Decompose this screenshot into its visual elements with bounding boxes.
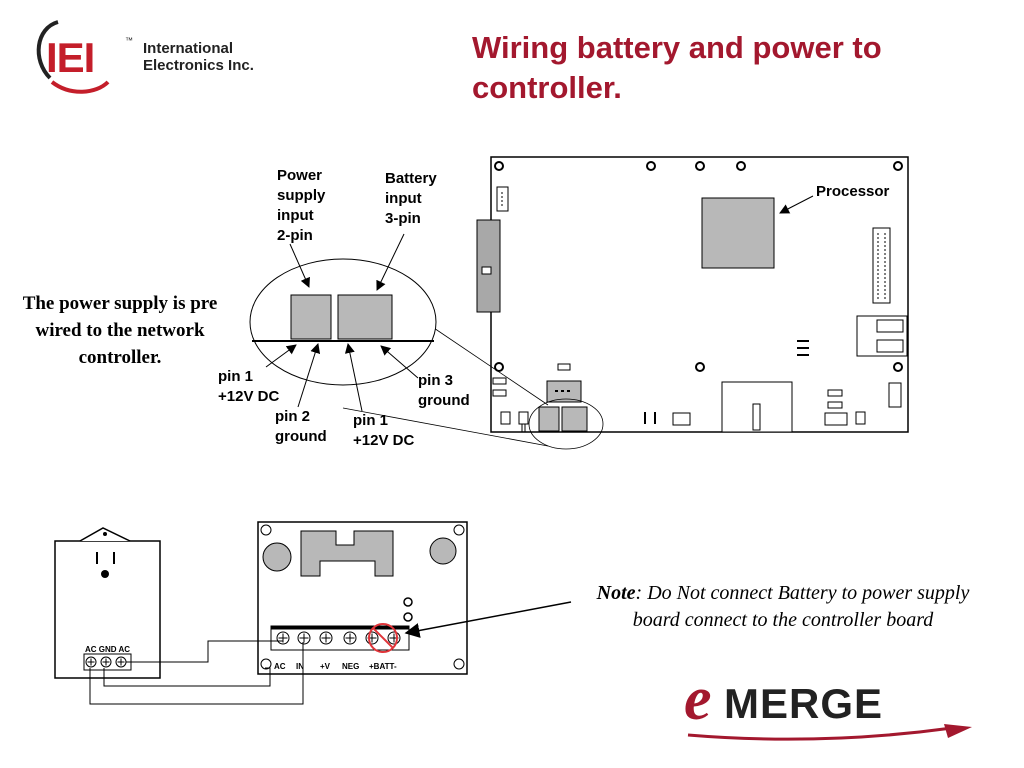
processor-label: Processor (816, 183, 890, 200)
logo-trademark: ™ (125, 36, 133, 45)
emerge-logo: e MERGE (684, 666, 974, 736)
note-label: Note (596, 582, 636, 604)
note-text: : Do Not connect Battery to power supply… (632, 582, 970, 631)
no-battery-icon (368, 623, 398, 653)
iei-logo: IEI ™ International Electronics Inc. (30, 16, 270, 98)
pin3-label: pin 3 ground (418, 372, 470, 409)
slide-title: Wiring battery and power to controller. (472, 30, 882, 105)
psu-label-batt: +BATT- (369, 662, 397, 671)
pin2-label: pin 2 ground (275, 408, 327, 445)
psu-label-in: IN (296, 662, 304, 671)
power-supply-input-label: Power supply input 2-pin (277, 167, 326, 244)
company-name-line1: International (143, 40, 234, 57)
transformer-terminal-screws (85, 656, 127, 668)
company-name-line2: Electronics Inc. (143, 57, 254, 74)
wiring (89, 640, 304, 705)
psu-label-neg: NEG (342, 662, 360, 671)
emerge-logo-swoosh-icon (687, 724, 972, 741)
battery-warning-note: Note: Do Not connect Battery to power su… (571, 580, 995, 634)
iei-logo-swoosh-icon (36, 20, 110, 94)
logo-mark: IEI (46, 34, 95, 81)
power-supply-board (257, 521, 468, 675)
emerge-logo-text: MERGE (724, 680, 884, 727)
power-supply-note: The power supply is pre wired to the net… (22, 293, 218, 368)
pin1-right-label: pin 1 +12V DC (353, 412, 415, 449)
transformer-terminal-label: AC GND AC (85, 645, 131, 654)
battery-input-label: Battery input 3-pin (385, 170, 437, 227)
plug-in-transformer (54, 527, 161, 679)
pin1-left-label: pin 1 +12V DC (218, 368, 280, 405)
controller-board (476, 156, 909, 450)
psu-label-ac: AC (274, 662, 286, 671)
emerge-logo-e: e (684, 665, 712, 733)
psu-label-v: +V (320, 662, 331, 671)
